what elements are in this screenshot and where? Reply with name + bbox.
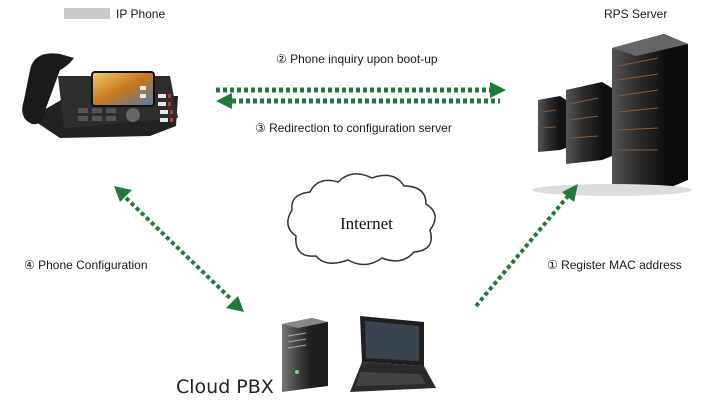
- arrows: [114, 82, 578, 312]
- redirection-arrow-head: [216, 93, 232, 109]
- ip-phone-label: IP Phone: [116, 7, 166, 21]
- cloud-pbx-server-icon: [282, 318, 328, 392]
- edge-label-inquiry: ② Phone inquiry upon boot-up: [276, 52, 438, 66]
- register-arrow-head: [562, 184, 578, 202]
- cloud-pbx-label: Cloud PBX: [176, 376, 274, 398]
- edge-label-configuration: ④ Phone Configuration: [24, 258, 148, 272]
- configuration-arrow-head-bottom: [226, 296, 244, 312]
- ip-phone-node: IP Phone: [64, 7, 165, 21]
- configuration-arrow-head-top: [114, 186, 132, 202]
- edge-label-register: ① Register MAC address: [547, 258, 682, 272]
- configuration-arrow: [124, 196, 234, 302]
- inquiry-arrow-head: [490, 82, 506, 98]
- internet-label: Internet: [340, 214, 393, 233]
- internet-cloud-icon: [287, 173, 436, 266]
- register-arrow: [474, 194, 570, 308]
- ip-phone-icon: [22, 53, 178, 138]
- rps-server-label: RPS Server: [604, 7, 668, 21]
- edge-label-redirection: ③ Redirection to configuration server: [255, 121, 452, 135]
- laptop-icon: [350, 316, 436, 392]
- rps-server-icon: [532, 34, 692, 196]
- redacted-brand-mark: [64, 8, 110, 19]
